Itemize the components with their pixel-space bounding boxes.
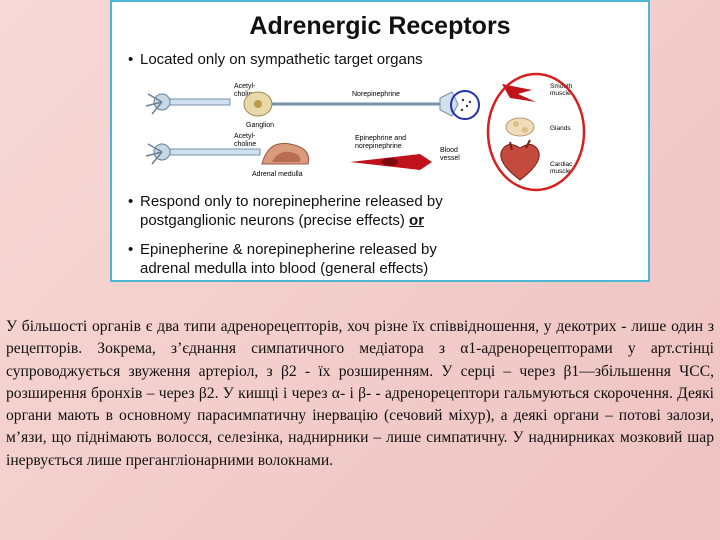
label-adrenal-medulla: Adrenal medulla xyxy=(252,171,303,178)
figure-panel: Adrenergic Receptors • Located only on s… xyxy=(110,0,650,282)
preganglionic-neuron-bottom xyxy=(145,143,261,165)
label-blood-vessel-a: Blood xyxy=(440,147,458,154)
bullet-respond-line2: postganglionic neurons (precise effects)… xyxy=(140,211,443,230)
label-glands: Glands xyxy=(550,125,571,132)
target-organs-highlight-circle xyxy=(486,72,586,192)
adrenal-medulla-shape xyxy=(261,142,310,165)
label-blood-vessel-b: vessel xyxy=(440,155,460,162)
smooth-muscle-icon xyxy=(502,84,536,102)
bullet-respond: • Respond only to norepinepherine releas… xyxy=(128,192,443,230)
bullet-epinepherine-line2: adrenal medulla into blood (general effe… xyxy=(140,260,429,277)
body-paragraph: У більшості органів є два типи адренорец… xyxy=(6,318,714,469)
label-cardiac-muscle-a: Cardiac xyxy=(550,161,573,168)
bullet-dot: • xyxy=(128,51,134,68)
label-ganglion: Ganglion xyxy=(246,122,274,129)
bullet-located: • Located only on sympathetic target org… xyxy=(128,50,423,69)
bullet-epinepherine: • Epinepherine & norepinepherine release… xyxy=(128,240,437,278)
label-smooth-muscle-a: Smooth xyxy=(550,83,573,90)
neuron-diagram: Acetyl- choline Ganglion Norepinephrine … xyxy=(145,72,586,192)
or-word: or xyxy=(409,212,425,229)
label-acetylcholine-2a: Acetyl- xyxy=(234,133,256,140)
blood-vessel xyxy=(350,154,432,170)
figure-title: Adrenergic Receptors xyxy=(249,12,511,40)
preganglionic-neuron-top xyxy=(145,93,231,115)
label-epinephrine-b: norepinephrine xyxy=(355,143,402,150)
bullet-respond-line1: Respond only to norepinepherine released… xyxy=(140,193,443,210)
bullet-epinepherine-line1: Epinepherine & norepinepherine released … xyxy=(140,241,437,258)
bullet-dot: • xyxy=(128,193,134,210)
label-acetylcholine-1a: Acetyl- xyxy=(234,83,256,90)
label-norepinephrine: Norepinephrine xyxy=(352,91,400,98)
bullet-located-text: Located only on sympathetic target organ… xyxy=(140,51,423,68)
label-epinephrine-a: Epinephrine and xyxy=(355,135,406,142)
ganglion-cell xyxy=(243,91,273,117)
heart-icon xyxy=(500,139,540,181)
receptor-highlight-circle xyxy=(450,90,480,120)
label-acetylcholine-1b: choline xyxy=(234,91,256,98)
label-smooth-muscle-b: muscle xyxy=(550,90,571,97)
label-acetylcholine-2b: choline xyxy=(234,141,256,148)
bullet-respond-line2-text: postganglionic neurons (precise effects) xyxy=(140,212,405,229)
glands-icon xyxy=(505,117,535,137)
bullet-dot: • xyxy=(128,241,134,258)
label-cardiac-muscle-b: muscle xyxy=(550,168,571,175)
